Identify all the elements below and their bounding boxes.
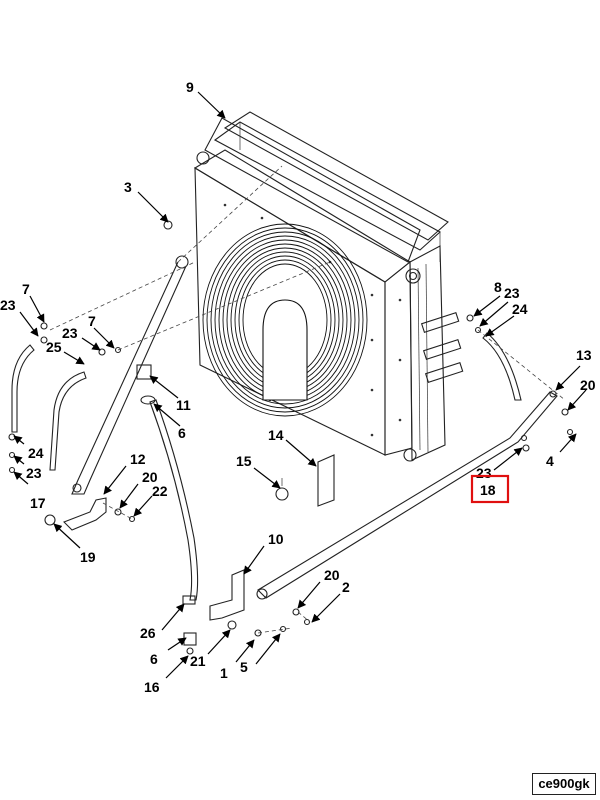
callout-19: 19	[80, 549, 96, 565]
callout-6: 6	[178, 425, 186, 441]
hose-26	[149, 399, 199, 605]
callout-22: 22	[152, 483, 168, 499]
callout-23: 23	[26, 465, 42, 481]
callout-20: 20	[142, 469, 158, 485]
callout-15: 15	[236, 453, 252, 469]
callout-14: 14	[268, 427, 284, 443]
leader-arrows	[13, 91, 587, 679]
callout-17: 17	[30, 495, 46, 511]
left-hose-25	[49, 371, 87, 471]
callout-3: 3	[124, 179, 132, 195]
callout-10: 10	[268, 531, 284, 547]
callout-8: 8	[494, 279, 502, 295]
callout-21: 21	[190, 653, 206, 669]
assembly-lines	[49, 165, 566, 634]
callout-23: 23	[476, 465, 492, 481]
callout-1: 1	[220, 665, 228, 681]
callout-25: 25	[46, 339, 62, 355]
fan-shroud-ring	[202, 223, 368, 417]
callout-7: 7	[88, 313, 96, 329]
callout-23: 23	[0, 297, 16, 313]
callout-13: 13	[576, 347, 592, 363]
callout-20: 20	[580, 377, 596, 393]
bracket-14	[275, 454, 335, 507]
bracket-12	[63, 497, 107, 531]
callout-24: 24	[28, 445, 44, 461]
callout-9: 9	[186, 79, 194, 95]
callout-labels: 9 3 7 23 23 7 25 11 6 8 23 24 13 20 4 23…	[0, 79, 596, 695]
right-fittings	[292, 314, 574, 626]
callout-4: 4	[546, 453, 554, 469]
callout-16: 16	[144, 679, 160, 695]
callout-7: 7	[22, 281, 30, 297]
callout-20: 20	[324, 567, 340, 583]
right-hose-24	[482, 332, 522, 401]
radiator-assembly	[193, 111, 464, 462]
callout-18: 18	[480, 482, 496, 498]
figure-id-label: ce900gk	[532, 773, 596, 795]
callout-23: 23	[504, 285, 520, 301]
callout-5: 5	[240, 659, 248, 675]
callout-23: 23	[62, 325, 78, 341]
callout-6: 6	[150, 651, 158, 667]
right-strut-rod-13	[256, 390, 558, 600]
highlight-box	[470, 474, 510, 504]
callout-26: 26	[140, 625, 156, 641]
callout-12: 12	[130, 451, 146, 467]
left-hose-24	[11, 344, 35, 433]
callout-2: 2	[342, 579, 350, 595]
callout-11: 11	[176, 397, 191, 413]
callout-24: 24	[512, 301, 528, 317]
left-strut-rod	[71, 255, 189, 495]
